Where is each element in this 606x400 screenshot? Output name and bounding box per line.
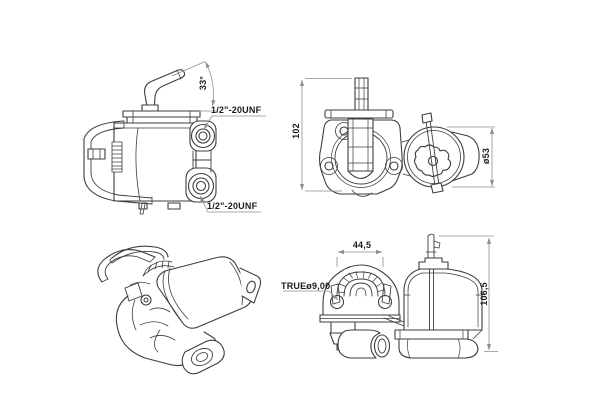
side-view-dimensions [171,61,266,213]
lever-arm [144,69,186,113]
lever-angle-extension [171,61,206,77]
bowl-nut [418,257,449,270]
star-gear [413,144,452,178]
upper-thread-leader [203,115,266,130]
left-tab [87,148,106,160]
mount-flange [122,110,201,118]
priming-rod [421,112,444,194]
side-view [83,69,217,215]
true-dia-leader [283,290,339,301]
filter-bowl [403,268,483,331]
pump-body [113,122,197,202]
lower-port [187,172,215,200]
flange-bar [324,109,394,119]
side-bracket [451,131,480,182]
overall-depth-label: 102 [291,123,301,139]
top-view-dimensions [299,78,495,192]
bowl-diameter-label: ø53 [481,147,491,165]
lever-angle-label: 33° [198,75,208,91]
iso-view [97,245,262,375]
base-body [398,338,479,359]
gasket-ring [97,249,156,283]
overall-height-label: 106,5 [479,282,489,306]
lever-shaft [354,77,369,111]
ribbed-collar [142,260,175,277]
outlet-stub [181,339,225,375]
bolt-hole [324,161,334,171]
rocker-band [336,271,386,297]
front-view-dimensions [283,235,498,352]
upper-port [190,123,216,149]
rocker-width-label: 44,5 [352,240,372,250]
upper-port-thread-label: 1/2"-20UNF [211,105,262,115]
piston-block [347,118,374,197]
lever-angle-arc [205,61,216,107]
lower-thread-leader [199,195,261,213]
dome-flange [322,264,400,316]
ribbed-element [111,141,123,173]
gasket-outline [83,120,153,205]
left-foot [337,329,381,359]
top-view [318,77,480,197]
true-diameter-label: TRUEø9,00 [281,281,331,291]
bolt-hole [389,161,399,171]
mounting-ear [239,267,262,304]
lower-port-thread-label: 1/2"-20UNF [207,201,258,211]
lever-wire [111,245,169,259]
front-view [319,233,483,359]
